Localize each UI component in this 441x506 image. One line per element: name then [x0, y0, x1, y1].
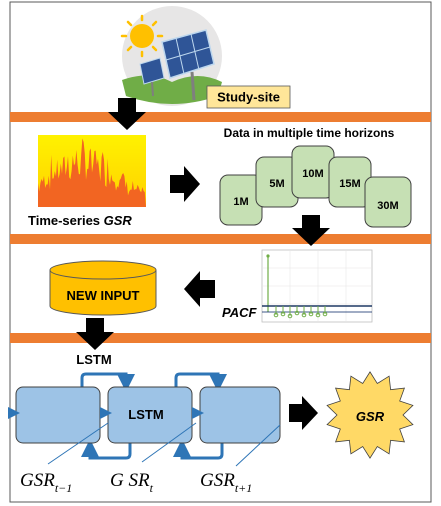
study-site-label: Study-site — [217, 90, 280, 105]
separator-band-3 — [10, 333, 431, 343]
pacf-marker — [287, 313, 293, 319]
right-arrow-2 — [289, 396, 318, 430]
down-arrow-3 — [76, 318, 114, 350]
input-label-t-plus-1: GSRt+1 — [200, 470, 252, 495]
new-input-label: NEW INPUT — [67, 288, 140, 303]
pacf-marker — [315, 312, 321, 318]
time-series-plot — [38, 135, 146, 207]
lstm-cell-label: LSTM — [128, 407, 163, 422]
study-site-label-box — [206, 85, 291, 109]
solar-panel-sun-icon — [120, 6, 222, 106]
right-arrow-1 — [170, 166, 200, 202]
horizon-label-1m: 1M — [233, 196, 248, 208]
recurrent-arrow-bottom-1 — [81, 439, 132, 460]
sun-icon — [120, 14, 164, 58]
horizon-box-30m — [364, 176, 412, 228]
recurrent-arrow-top-1 — [80, 372, 135, 392]
pacf-plot — [261, 249, 373, 323]
solar-panel-icon — [139, 29, 215, 101]
input-label-t: G SRt — [110, 470, 154, 495]
lstm-top-label: LSTM — [76, 352, 111, 367]
new-input-cylinder — [49, 260, 157, 316]
output-star — [326, 371, 414, 459]
down-arrow-1 — [108, 98, 146, 130]
down-arrow-2 — [292, 215, 330, 246]
separator-band-1 — [10, 112, 431, 122]
horizon-boxes: 1M 5M 10M 15M 30M — [219, 145, 412, 228]
outer-frame — [9, 1, 432, 503]
pacf-marker — [301, 312, 307, 318]
pacf-marker — [322, 311, 328, 317]
separator-band-2 — [10, 234, 431, 244]
horizon-label-10m: 10M — [302, 168, 323, 180]
input-line-2 — [141, 422, 197, 463]
recurrent-arrow-bottom-2 — [173, 439, 224, 460]
pacf-marker — [294, 310, 300, 316]
lstm-cell-3 — [199, 386, 281, 444]
lstm-cell-1 — [15, 386, 101, 444]
pacf-marker — [308, 311, 314, 317]
pacf-label: PACF — [222, 305, 257, 320]
horizon-label-30m: 30M — [377, 200, 398, 212]
pacf-marker — [273, 312, 279, 318]
horizons-title: Data in multiple time horizons — [224, 126, 395, 140]
horizon-label-5m: 5M — [269, 178, 284, 190]
left-arrow-1 — [184, 271, 215, 307]
time-series-label: Time-series GSR — [28, 213, 132, 228]
input-label-t-minus-1: GSRt−1 — [20, 470, 72, 495]
output-label: GSR — [356, 409, 385, 424]
input-line-1 — [47, 422, 109, 465]
input-line-3 — [235, 424, 281, 467]
recurrent-arrow-top-2 — [174, 372, 227, 392]
horizon-label-15m: 15M — [339, 178, 360, 190]
pacf-marker — [280, 311, 286, 317]
